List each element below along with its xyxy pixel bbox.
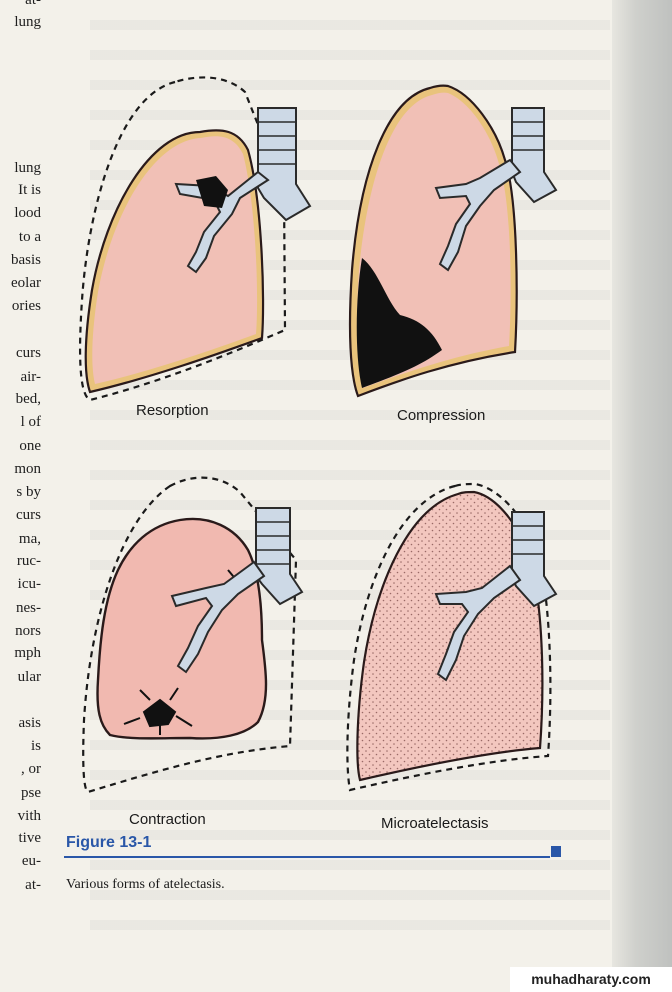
margin-line: vith <box>17 808 41 824</box>
figure-title-rule <box>64 856 550 858</box>
margin-line: air- <box>20 369 41 385</box>
normal-lung-outline-dashed <box>79 76 287 402</box>
margin-line: curs <box>16 345 41 361</box>
contraction-panel <box>82 476 304 794</box>
trachea-icon <box>257 107 312 222</box>
obstruction-plug <box>196 176 228 208</box>
margin-line: tive <box>18 830 42 846</box>
bronchial-tree-icon <box>170 560 266 674</box>
page-gutter-shadow <box>612 0 672 992</box>
microatelectatic-lung <box>356 490 544 782</box>
margin-line: bed, <box>15 391 41 407</box>
margin-line: mph <box>14 645 41 661</box>
margin-line: pse <box>21 785 41 801</box>
normal-lung-outline-dashed <box>346 482 552 792</box>
margin-line: eolar <box>11 275 41 291</box>
margin-line: at- <box>25 877 41 893</box>
margin-line: , or <box>21 761 41 777</box>
margin-line: icu- <box>17 576 41 592</box>
contraction-label: Contraction <box>129 811 206 828</box>
margin-line: ma, <box>18 531 41 547</box>
margin-line: ular <box>17 669 41 685</box>
margin-line: l of <box>20 414 41 430</box>
figure-title: Figure 13-1 <box>66 834 152 851</box>
pleural-effusion <box>356 258 442 388</box>
scar-tissue <box>123 687 193 735</box>
trachea-icon <box>511 107 558 204</box>
resorption-panel <box>79 76 312 402</box>
margin-line: ruc- <box>16 553 41 569</box>
margin-line: to a <box>18 229 41 245</box>
bronchial-tree-icon <box>434 158 522 272</box>
margin-line: lood <box>14 205 41 221</box>
fibrotic-lung <box>96 517 268 740</box>
margin-line: one <box>19 438 41 454</box>
margin-line: mon <box>14 461 41 477</box>
margin-line: eu- <box>21 853 41 869</box>
compression-panel <box>348 84 558 398</box>
figure-end-marker <box>551 846 561 857</box>
margin-line: s by <box>16 484 41 500</box>
margin-line: lung <box>14 14 41 30</box>
margin-line: It is <box>18 182 41 198</box>
margin-line: nors <box>15 623 41 639</box>
margin-line: is <box>30 738 41 754</box>
compression-label: Compression <box>397 407 486 424</box>
margin-line: ories <box>11 298 41 314</box>
margin-line: nes- <box>16 600 41 616</box>
margin-line: curs <box>16 507 41 523</box>
microatelectasis-panel <box>346 482 558 792</box>
resorption-label: Resorption <box>136 402 209 419</box>
bronchial-tree-icon <box>434 564 522 682</box>
trachea-icon <box>255 507 304 606</box>
margin-line: at- <box>25 0 41 8</box>
figure-caption: Various forms of atelectasis. <box>66 877 225 892</box>
site-watermark: muhadharaty.com <box>510 967 672 992</box>
atelectasis-figure <box>79 76 558 794</box>
margin-line: basis <box>11 252 41 268</box>
microatelectasis-label: Microatelectasis <box>381 815 489 832</box>
margin-line: asis <box>18 715 42 731</box>
margin-line: lung <box>14 160 41 176</box>
